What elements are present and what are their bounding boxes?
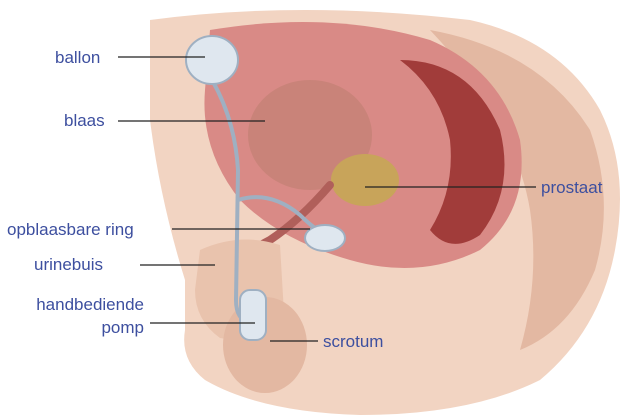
label-pomp: pomp bbox=[18, 319, 144, 336]
label-handbediende: handbediende bbox=[18, 296, 144, 313]
label-scrotum: scrotum bbox=[323, 333, 383, 350]
prostate-shape bbox=[331, 154, 399, 206]
label-opblaasbare-ring: opblaasbare ring bbox=[7, 221, 134, 238]
label-prostaat: prostaat bbox=[541, 179, 602, 196]
label-urinebuis: urinebuis bbox=[34, 256, 103, 273]
pump-shape bbox=[240, 290, 266, 340]
balloon-shape bbox=[186, 36, 238, 84]
label-ballon: ballon bbox=[55, 49, 100, 66]
label-blaas: blaas bbox=[64, 112, 105, 129]
cuff-shape bbox=[305, 225, 345, 251]
